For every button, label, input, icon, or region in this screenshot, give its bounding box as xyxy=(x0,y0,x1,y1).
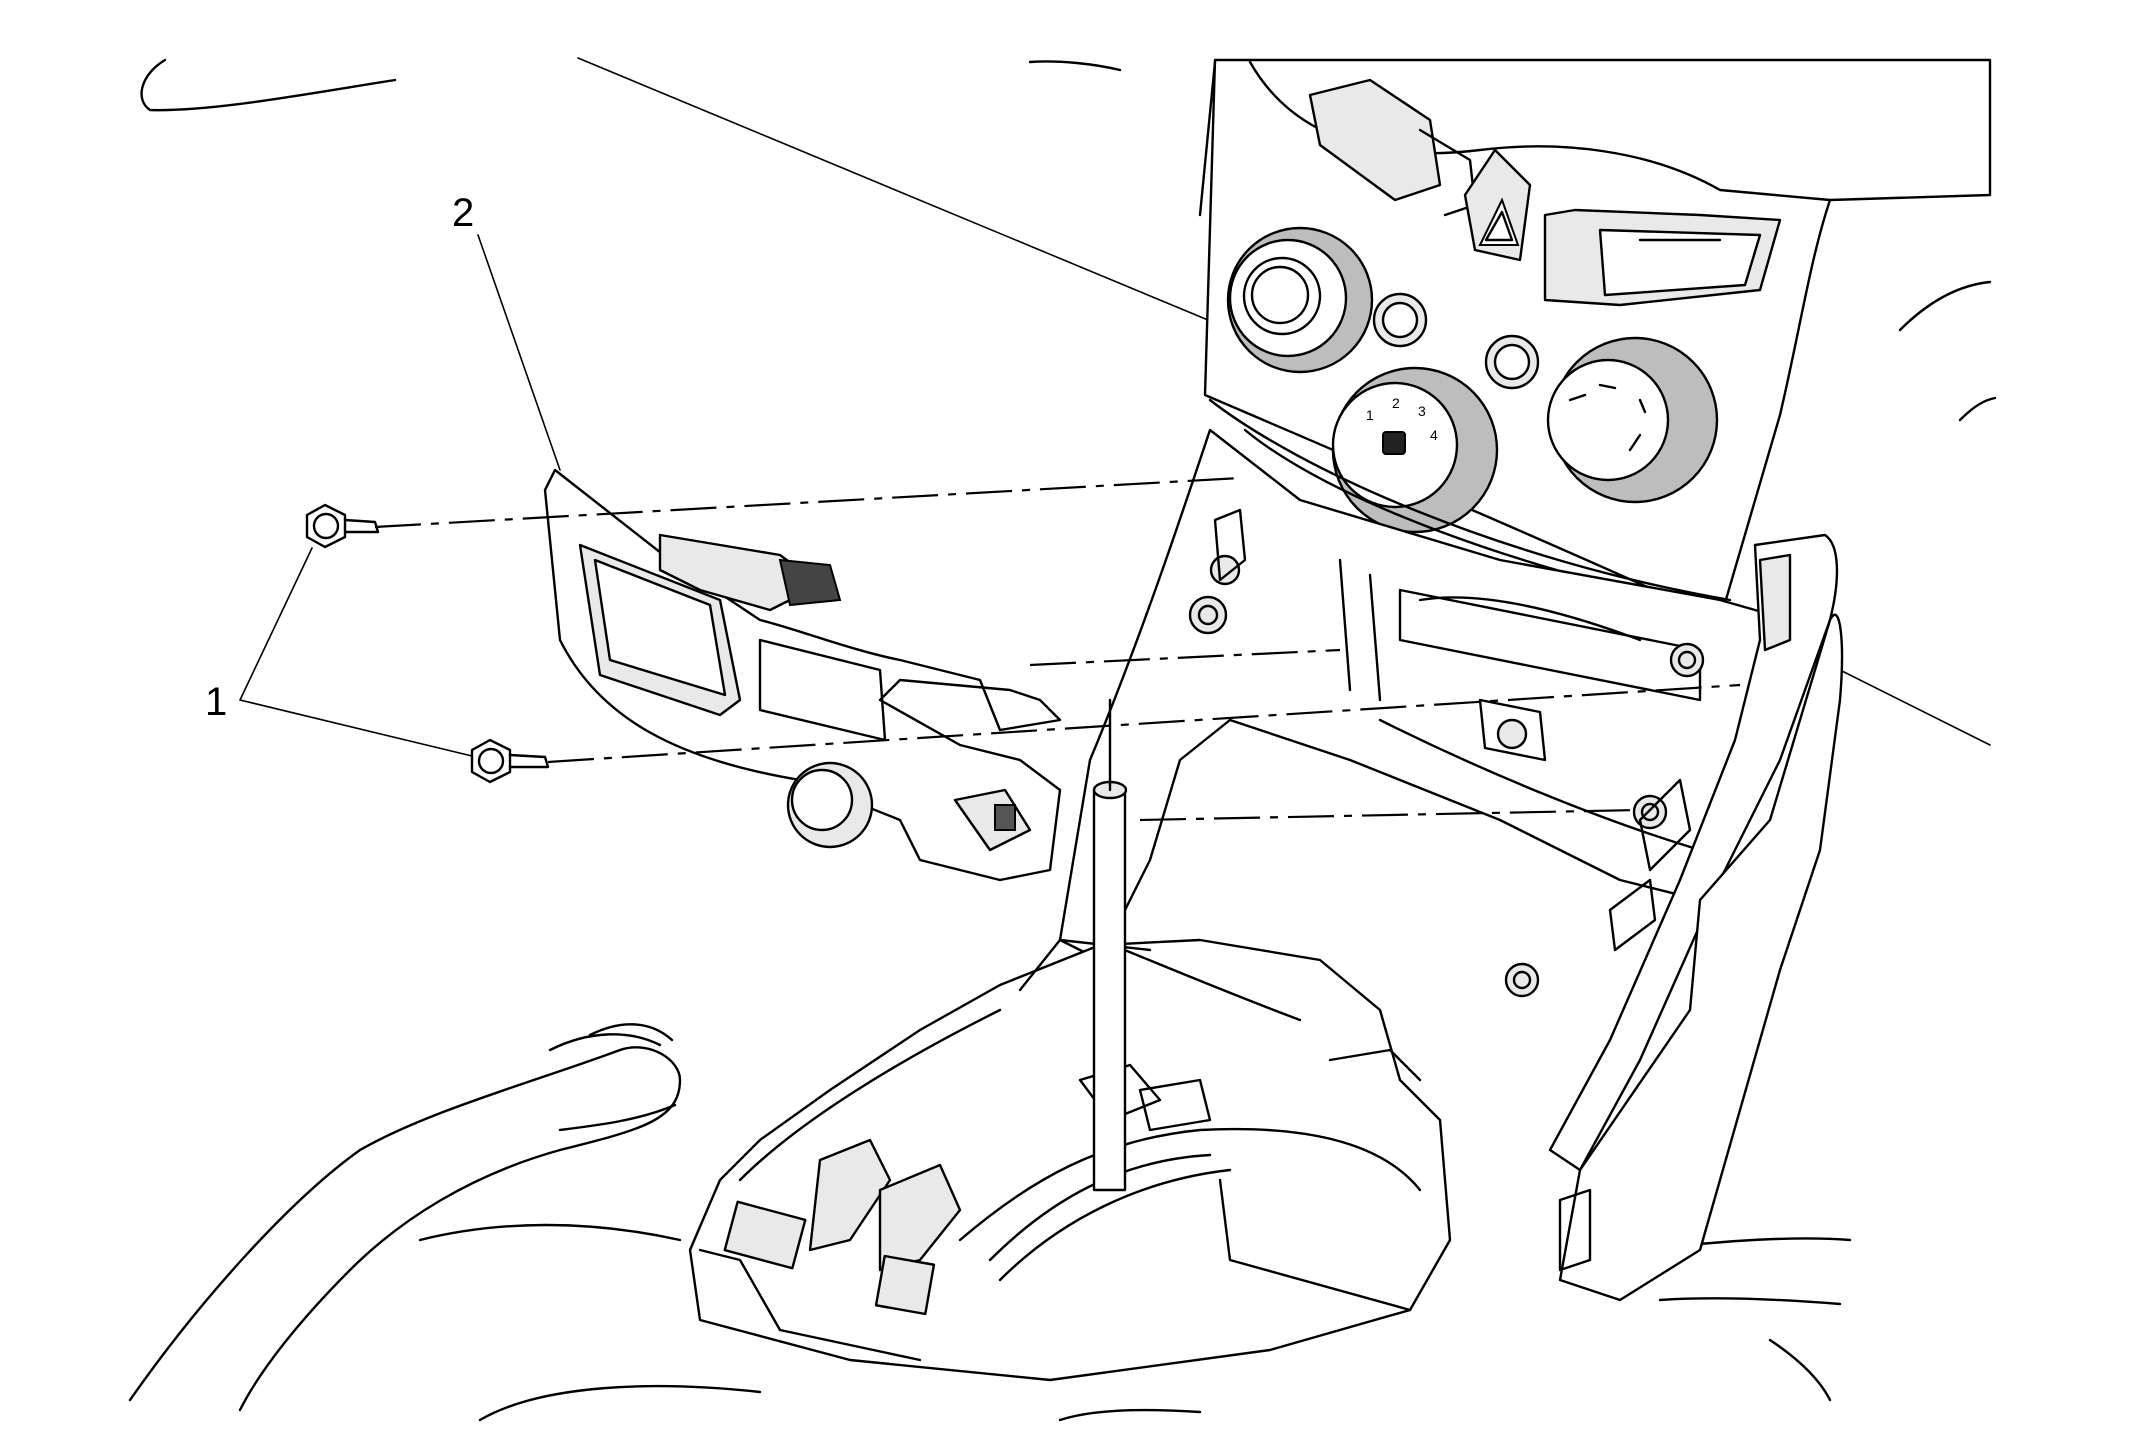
shift-lever-rod xyxy=(1092,698,1128,1192)
callout-1-leader xyxy=(239,547,473,757)
callout-2-leader xyxy=(477,234,561,471)
knob-number-4: 4 xyxy=(1430,427,1438,443)
callout-label-2: 2 xyxy=(452,191,474,235)
knob-number-1: 1 xyxy=(1366,407,1374,423)
screw-upper xyxy=(305,503,380,549)
screw-lower xyxy=(470,738,550,784)
leader-line-top xyxy=(577,57,1209,321)
shift-gate-assembly xyxy=(688,938,1452,1382)
trim-panel-part-2 xyxy=(543,468,1062,882)
callout-label-1: 1 xyxy=(205,680,227,724)
knob-number-2: 2 xyxy=(1392,395,1400,411)
alignment-lines xyxy=(374,476,1741,822)
knob-number-3: 3 xyxy=(1418,403,1426,419)
seat-contour xyxy=(128,1023,682,1412)
console-side-panel xyxy=(1548,533,1844,1302)
